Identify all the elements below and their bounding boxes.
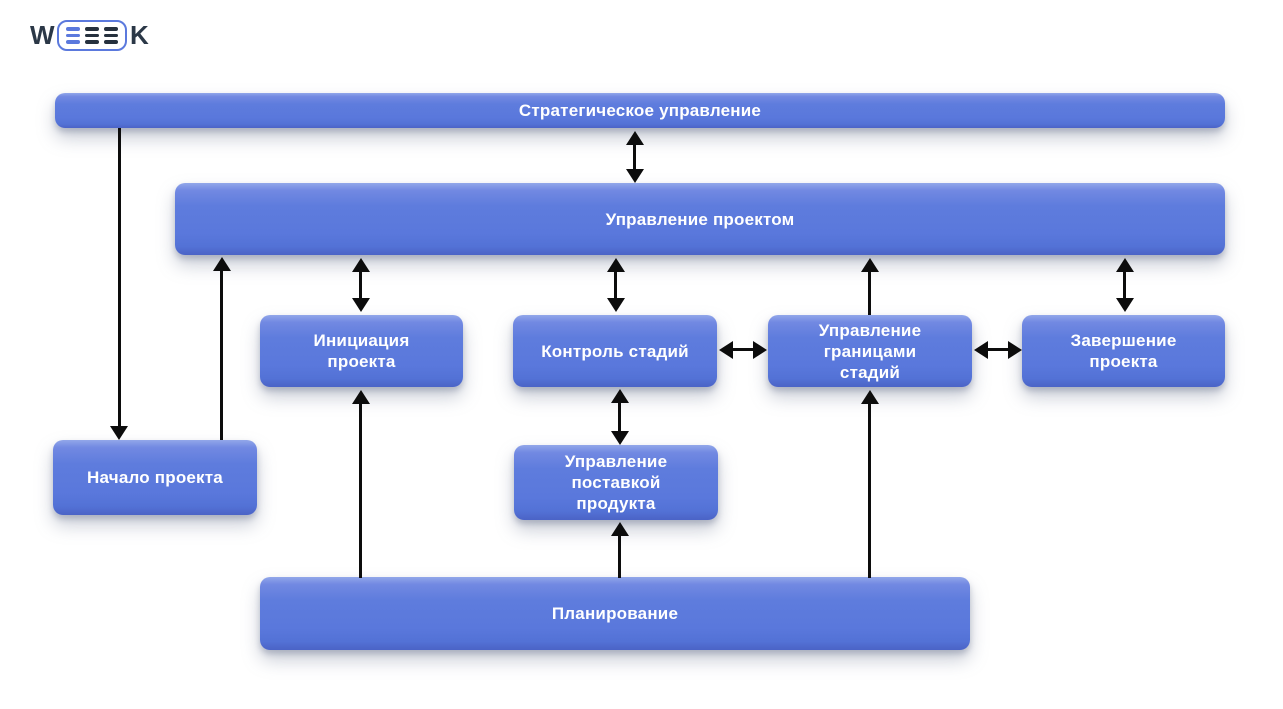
weeek-logo-mark-icon (57, 20, 128, 51)
node-product-delivery: Управление поставкой продукта (514, 445, 718, 520)
node-project-management: Управление проектом (175, 183, 1225, 255)
node-project-initiation: Инициация проекта (260, 315, 463, 387)
logo-e-glyph-icon (85, 27, 100, 44)
node-stage-control: Контроль стадий (513, 315, 717, 387)
node-project-start: Начало проекта (53, 440, 257, 515)
node-planning: Планирование (260, 577, 970, 650)
node-project-closing: Завершение проекта (1022, 315, 1225, 387)
node-strategic-management: Стратегическое управление (55, 93, 1225, 128)
logo-letter-w: W (30, 20, 55, 51)
weeek-logo: W K (30, 20, 149, 51)
logo-e-glyph-icon (104, 27, 119, 44)
node-stage-boundaries: Управление границами стадий (768, 315, 972, 387)
logo-e-glyph-blue-icon (66, 27, 81, 44)
logo-letter-k: K (130, 20, 149, 51)
